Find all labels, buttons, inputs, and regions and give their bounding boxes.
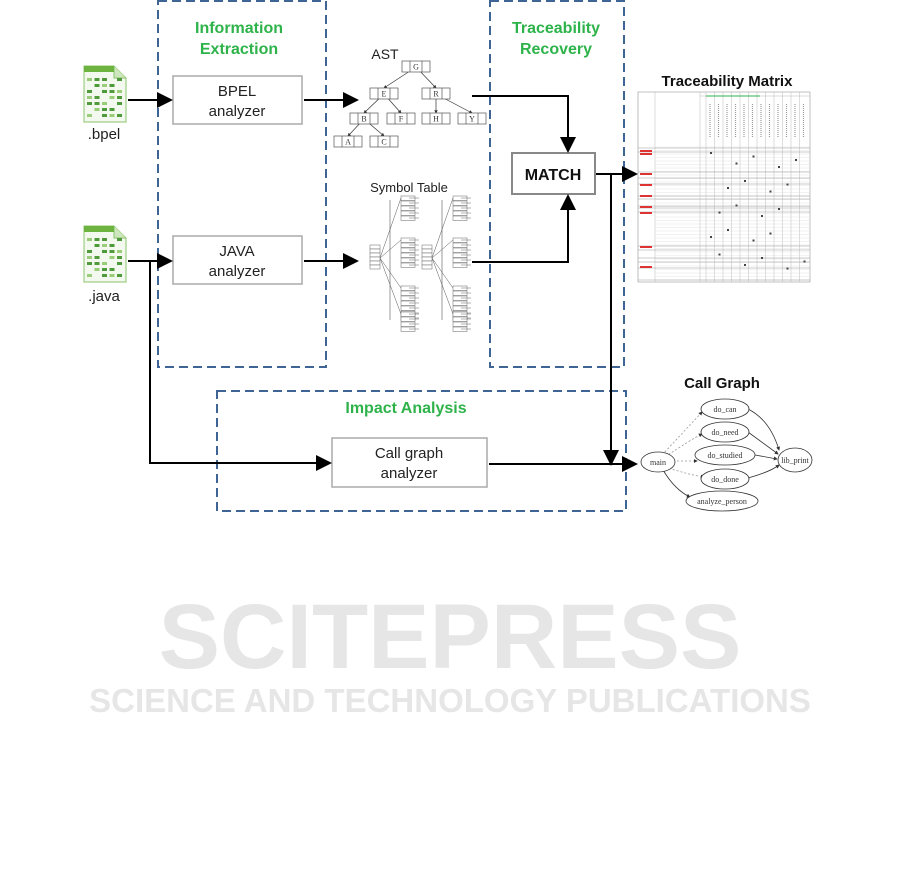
info-extraction-box bbox=[157, 0, 327, 368]
ast-node: E bbox=[369, 87, 399, 100]
flow-arrows bbox=[128, 92, 638, 472]
svg-text:F: F bbox=[399, 115, 404, 124]
traceability-recovery-title-2: Recovery bbox=[520, 41, 592, 58]
ast-node: Y bbox=[457, 112, 487, 125]
svg-text:Call graph: Call graph bbox=[375, 445, 443, 462]
svg-text:C: C bbox=[381, 138, 386, 147]
svg-text:analyzer: analyzer bbox=[381, 465, 438, 482]
ast-node: F bbox=[386, 112, 416, 125]
match-box: MATCH bbox=[511, 152, 596, 195]
cg-node-do-studied: do_studied bbox=[707, 451, 742, 460]
watermark-sub: SCIENCE AND TECHNOLOGY PUBLICATIONS bbox=[89, 682, 811, 719]
bpel-file-label: .bpel bbox=[88, 126, 121, 143]
callgraph-analyzer-box: Call graph analyzer bbox=[331, 437, 488, 488]
svg-text:JAVA: JAVA bbox=[219, 243, 254, 260]
cg-node-lib-print: lib_print bbox=[781, 456, 809, 465]
impact-analysis-box bbox=[216, 390, 627, 512]
svg-text:R: R bbox=[433, 90, 439, 99]
symbol-table-graphic bbox=[369, 195, 471, 332]
ast-node: G bbox=[401, 60, 431, 73]
svg-text:G: G bbox=[413, 63, 419, 72]
info-extraction-title-2: Extraction bbox=[200, 41, 278, 58]
svg-text:A: A bbox=[345, 138, 351, 147]
svg-text:H: H bbox=[433, 115, 439, 124]
ast-node: H bbox=[421, 112, 451, 125]
traceability-recovery-title-1: Traceability bbox=[512, 20, 600, 37]
impact-analysis-title: Impact Analysis bbox=[345, 400, 466, 417]
svg-text:MATCH: MATCH bbox=[525, 167, 582, 184]
ast-node: R bbox=[421, 87, 451, 100]
call-graph: main do_can do_need do_studied do_done l… bbox=[640, 398, 813, 512]
java-file-icon bbox=[83, 225, 127, 283]
svg-text:B: B bbox=[361, 115, 366, 124]
cg-node-do-can: do_can bbox=[713, 405, 736, 414]
ast-node: A bbox=[333, 135, 363, 148]
bpel-analyzer-box: BPEL analyzer bbox=[172, 75, 303, 125]
traceability-recovery-box bbox=[489, 0, 625, 368]
svg-text:BPEL: BPEL bbox=[218, 83, 256, 100]
ast-label: AST bbox=[371, 46, 399, 62]
cg-node-main: main bbox=[650, 458, 666, 467]
watermark-main: SCITEPRESS bbox=[159, 586, 742, 688]
call-graph-title: Call Graph bbox=[684, 375, 760, 392]
ast-tree: G E R B F H Y A C bbox=[333, 60, 487, 148]
ast-node: C bbox=[369, 135, 399, 148]
cg-node-do-need: do_need bbox=[711, 428, 738, 437]
traceability-matrix-title: Traceability Matrix bbox=[662, 73, 794, 90]
java-analyzer-box: JAVA analyzer bbox=[172, 235, 303, 285]
ast-node: B bbox=[349, 112, 379, 125]
traceability-matrix-graphic bbox=[637, 91, 811, 283]
java-file-label: .java bbox=[88, 288, 120, 305]
cg-node-analyze-person: analyze_person bbox=[697, 497, 747, 506]
svg-text:E: E bbox=[382, 90, 387, 99]
svg-text:Y: Y bbox=[469, 115, 475, 124]
symbol-table-label: Symbol Table bbox=[370, 180, 448, 195]
svg-text:analyzer: analyzer bbox=[209, 263, 266, 280]
cg-node-do-done: do_done bbox=[711, 475, 739, 484]
svg-text:analyzer: analyzer bbox=[209, 103, 266, 120]
bpel-file-icon bbox=[83, 65, 127, 123]
info-extraction-title-1: Information bbox=[195, 20, 283, 37]
